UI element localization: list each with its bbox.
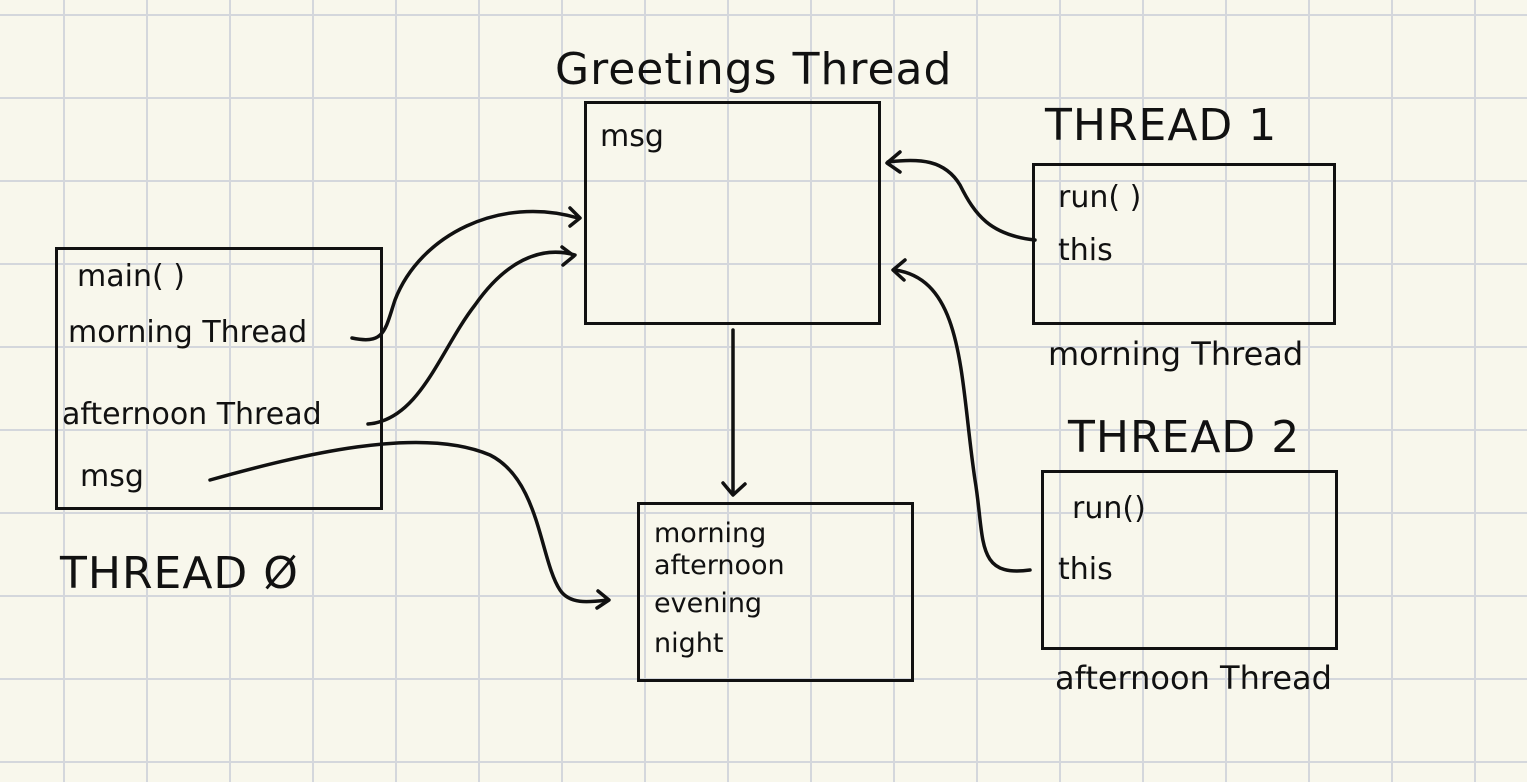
arrow-morning-to-greetings-head [568, 206, 582, 228]
greetings-field-msg: msg [600, 119, 664, 154]
arrow-thread1-to-greetings-head [885, 150, 902, 174]
arrow-msg-to-messages-head [595, 589, 611, 610]
thread0-field-msg: msg [80, 459, 144, 494]
message-item-evening: evening [654, 588, 763, 619]
thread1-box [1032, 163, 1336, 325]
arrow-msg-to-messages [208, 440, 610, 604]
thread1-field-run: run( ) [1058, 180, 1142, 215]
thread0-field-main: main( ) [77, 259, 185, 294]
thread2-caption: afternoon Thread [1055, 659, 1332, 697]
arrow-thread1-to-greetings [886, 158, 1037, 242]
thread2-field-this: this [1058, 552, 1113, 587]
message-item-afternoon: afternoon [654, 550, 785, 581]
thread1-field-this: this [1058, 233, 1113, 268]
message-item-morning: morning [654, 518, 767, 549]
thread1-title: THREAD 1 [1045, 100, 1278, 151]
messages-box [637, 502, 914, 682]
arrow-thread2-to-greetings [893, 268, 1032, 573]
thread2-title: THREAD 2 [1068, 412, 1301, 463]
arrow-afternoon-to-greetings-head [560, 245, 576, 267]
greetings-thread-title: Greetings Thread [555, 44, 953, 95]
thread1-caption: morning Thread [1048, 335, 1304, 373]
thread0-title: THREAD Ø [60, 548, 299, 599]
message-item-night: night [654, 628, 724, 659]
greetings-thread-box [584, 101, 881, 325]
arrow-greetings-to-messages-head [721, 481, 747, 497]
thread0-field-morning-thread: morning Thread [68, 315, 308, 350]
thread0-field-afternoon-thread: afternoon Thread [62, 397, 322, 432]
thread0-box [55, 247, 383, 510]
arrow-thread2-to-greetings-head [891, 258, 907, 282]
arrow-afternoon-to-greetings [366, 250, 577, 426]
thread2-field-run: run() [1072, 491, 1146, 526]
thread2-box [1041, 470, 1338, 650]
arrow-morning-to-greetings [350, 209, 580, 342]
